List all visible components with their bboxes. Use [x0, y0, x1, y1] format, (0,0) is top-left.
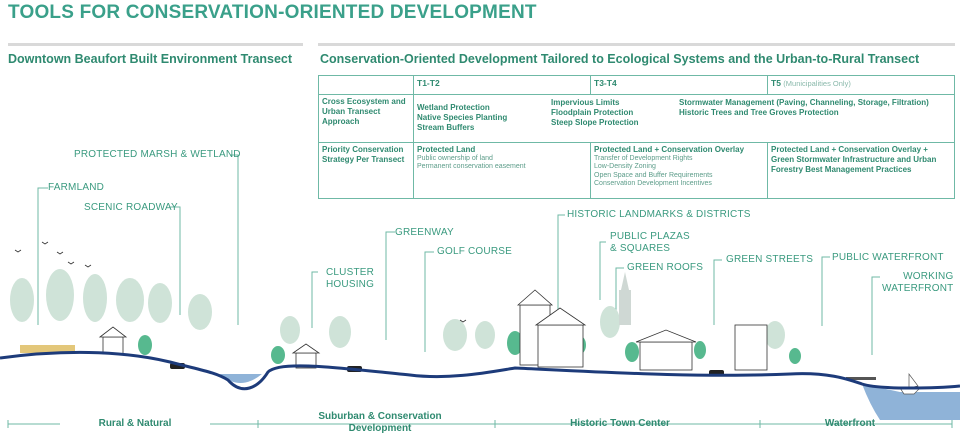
label-working-waterfront: WORKING WATERFRONT	[882, 271, 954, 294]
birds	[14, 241, 467, 323]
dock	[846, 377, 876, 380]
col-label-t5: T5	[771, 78, 781, 88]
priority-t3t4-cell: Protected Land + Conservation Overlay Tr…	[590, 142, 768, 199]
bay-water	[862, 384, 960, 420]
left-heading: Downtown Beaufort Built Environment Tran…	[8, 52, 293, 66]
priority-item: Open Space and Buffer Requirements	[594, 171, 713, 179]
priority-item: Transfer of Development Rights	[594, 154, 693, 162]
buildings	[98, 289, 768, 371]
label-public-waterfront: PUBLIC WATERFRONT	[832, 252, 944, 263]
label-farmland: FARMLAND	[48, 182, 105, 193]
ground-line	[0, 350, 960, 391]
priority-title: Protected Land + Conservation Overlay + …	[771, 145, 937, 174]
approach-item: Stream Buffers	[417, 122, 475, 132]
priority-title: Protected Land + Conservation Overlay	[594, 145, 745, 154]
priority-title: Protected Land	[417, 145, 476, 154]
zone-suburban: Suburban & Conservation Development	[318, 411, 442, 434]
approach-item: Native Species Planting	[417, 112, 508, 122]
approach-item: Historic Trees and Tree Groves Protectio…	[679, 107, 839, 117]
col-note-t5: (Municipalities Only)	[783, 79, 851, 88]
label-golf-course: GOLF COURSE	[437, 246, 512, 257]
row-header-priority: Priority Conservation Strategy Per Trans…	[318, 142, 414, 199]
label-green-streets: GREEN STREETS	[726, 254, 814, 265]
priority-t5-cell: Protected Land + Conservation Overlay + …	[767, 142, 955, 199]
label-green-roofs: GREEN ROOFS	[627, 262, 704, 273]
street-trees	[138, 331, 801, 364]
zone-historic-town: Historic Town Center	[570, 418, 670, 429]
left-heading-rule	[8, 43, 303, 46]
approach-cell: Wetland Protection Native Species Planti…	[413, 94, 955, 143]
church-steeple	[619, 272, 631, 325]
zone-waterfront: Waterfront	[824, 418, 876, 429]
farmland-field	[20, 345, 75, 353]
right-heading: Conservation-Oriented Development Tailor…	[320, 52, 920, 66]
approach-item: Impervious Limits	[551, 98, 620, 107]
priority-t1t2-cell: Protected Land Public ownership of land …	[413, 142, 591, 199]
label-leader-lines	[37, 154, 880, 355]
priority-item: Public ownership of land	[417, 154, 493, 162]
page-title: TOOLS FOR CONSERVATION-ORIENTED DEVELOPM…	[8, 2, 537, 23]
priority-item: Permanent conservation easement	[417, 163, 526, 171]
col-label-t1t2: T1-T2	[417, 78, 440, 88]
right-heading-rule	[318, 43, 955, 46]
rural-trees	[10, 269, 785, 351]
zone-rural-natural: Rural & Natural	[60, 418, 210, 430]
label-cluster-housing: CLUSTER HOUSING	[326, 267, 375, 290]
approach-item: Floodplain Protection	[551, 107, 634, 117]
approach-item: Wetland Protection	[417, 103, 490, 112]
priority-item: Low-Density Zoning	[594, 163, 656, 171]
approach-item: Steep Slope Protection	[551, 117, 639, 127]
col-label-t3t4: T3-T4	[594, 78, 617, 88]
label-scenic-roadway: SCENIC ROADWAY	[84, 202, 178, 213]
sailboat	[899, 372, 921, 395]
label-greenway: GREENWAY	[395, 227, 454, 238]
label-public-plazas: PUBLIC PLAZAS & SQUARES	[610, 231, 690, 254]
strategy-matrix: T1-T2 T3-T4 T5 (Municipalities Only) Cro…	[318, 75, 955, 199]
approach-item: Stormwater Management (Paving, Channelin…	[679, 98, 929, 107]
priority-item: Conservation Development Incentives	[594, 180, 712, 188]
label-protected-marsh: PROTECTED MARSH & WETLAND	[74, 149, 241, 160]
label-historic-landmarks: HISTORIC LANDMARKS & DISTRICTS	[567, 209, 751, 220]
row-header-approach: Cross Ecosystem and Urban Transect Appro…	[318, 94, 414, 143]
